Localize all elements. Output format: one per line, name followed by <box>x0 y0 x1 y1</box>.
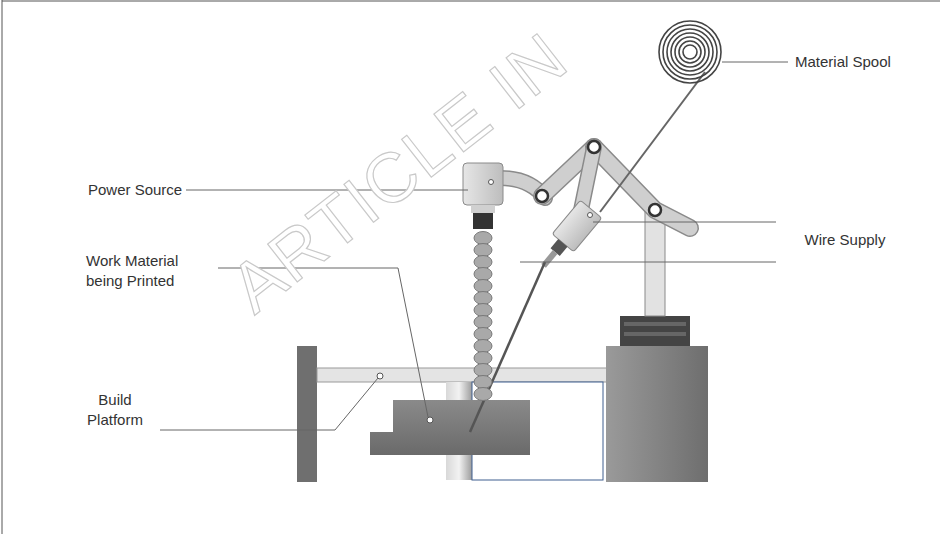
arc-bead <box>474 352 492 365</box>
spool-winding <box>679 41 701 63</box>
arc-bead <box>474 268 492 281</box>
arc-bead <box>474 280 492 293</box>
arc-bead <box>474 340 492 353</box>
arc-bead <box>474 256 492 269</box>
arc-bead <box>474 364 492 377</box>
arc-bead <box>474 388 492 401</box>
arc-bead <box>474 376 492 389</box>
arc-bead <box>474 244 492 257</box>
arc-bead <box>474 304 492 317</box>
part-label: Material Spool <box>795 52 935 72</box>
spool-winding <box>663 25 717 79</box>
spool-winding <box>671 33 709 71</box>
spool-winding <box>659 21 721 83</box>
arc-bead <box>474 232 492 245</box>
part-label: Wire Supply <box>800 230 890 250</box>
part-label: Work Material being Printed <box>86 251 216 291</box>
watermark: ARTICLE IN <box>215 16 582 328</box>
spool-winding <box>683 45 697 59</box>
arc-bead <box>474 292 492 305</box>
arc-bead <box>474 316 492 329</box>
spool-winding <box>667 29 713 75</box>
part-label: Build Platform <box>70 390 160 430</box>
part-label: Power Source <box>88 180 188 200</box>
spool-winding <box>675 37 705 67</box>
arc-bead <box>474 328 492 341</box>
